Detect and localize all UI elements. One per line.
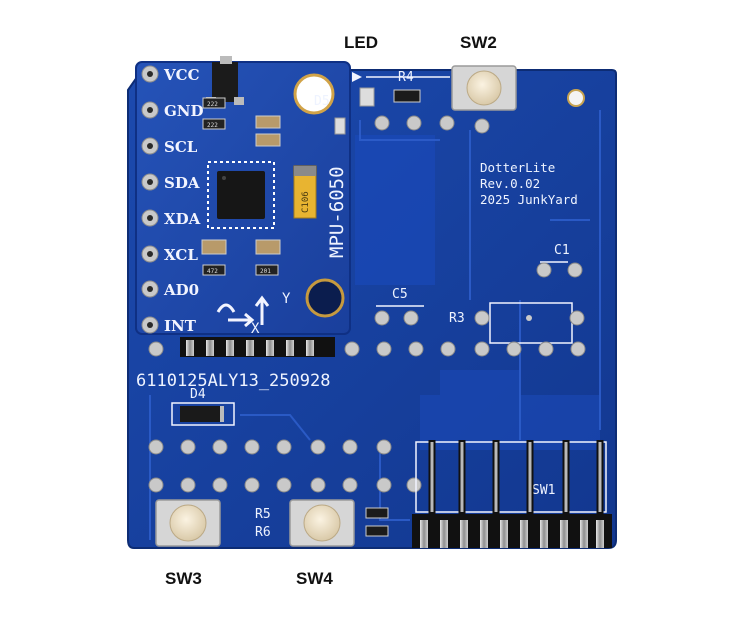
- c5-capacitor: C5: [374, 287, 424, 326]
- axis-x-label: X: [251, 321, 260, 337]
- module-pin-column: [141, 65, 159, 334]
- r4-label: R4: [398, 70, 414, 85]
- sw3-callout: SW3: [165, 569, 202, 588]
- r5-r6-labels: R5 R6: [255, 507, 271, 540]
- d4-label: D4: [190, 387, 206, 402]
- module-hole-top: [293, 73, 335, 115]
- middle-hole-row: [148, 341, 586, 357]
- svg-text:C106: C106: [301, 191, 311, 213]
- sw2-button: [451, 65, 517, 111]
- r3-outline: R3: [449, 302, 585, 344]
- svg-text:201: 201: [260, 268, 271, 275]
- axis-y-label: Y: [282, 291, 291, 307]
- d5-label: D5: [314, 94, 330, 109]
- board-info-text: DotterLite Rev.0.02 2025 JunkYard: [480, 160, 578, 207]
- module-name-label: MPU-6050: [326, 166, 348, 258]
- pin-label-gnd: GND: [164, 102, 204, 120]
- svg-text:222: 222: [207, 122, 218, 129]
- r6-label: R6: [255, 525, 271, 540]
- board-revision: Rev.0.02: [480, 176, 540, 191]
- led-d5: [334, 117, 346, 135]
- sw2-callout: SW2: [460, 33, 497, 52]
- led-component: [359, 87, 375, 107]
- axis-indicator: [216, 295, 270, 328]
- c1-capacitor: C1: [536, 243, 583, 278]
- pin-label-scl: SCL: [164, 138, 198, 156]
- voltage-regulator: [212, 62, 238, 102]
- pin-label-vcc: VCC: [163, 66, 200, 84]
- sw1-switch: SW1: [415, 441, 607, 513]
- module-smd-parts: 222 222 472 201: [201, 97, 281, 276]
- mpu6050-chip: [207, 161, 275, 229]
- pin-label-xda: XDA: [164, 210, 201, 228]
- right-angle-header: [412, 440, 612, 548]
- board-year-maker: 2025 JunkYard: [480, 192, 578, 207]
- svg-text:222: 222: [207, 101, 218, 108]
- sw4-callout: SW4: [296, 569, 333, 588]
- board-name: DotterLite: [480, 160, 555, 175]
- r3-label: R3: [449, 311, 465, 326]
- module-hole-bottom: [305, 278, 345, 318]
- module-bottom-header: [180, 337, 335, 357]
- pin-label-sda: SDA: [164, 174, 200, 192]
- pin-label-xcl: XCL: [164, 246, 198, 264]
- mounting-hole: [567, 89, 585, 107]
- led-r4-area: R4: [352, 70, 450, 107]
- pin-label-ad0: AD0: [163, 281, 199, 299]
- led-callout: LED: [344, 33, 378, 52]
- top-hole-row: [374, 115, 490, 134]
- c1-label: C1: [554, 243, 570, 258]
- r5-label: R5: [255, 507, 271, 522]
- lot-code: 6110125ALY13_250928: [136, 371, 330, 391]
- mpu6050-module: VCC GND SCL SDA XDA XCL AD0 INT 222 222 …: [135, 56, 351, 357]
- d4-diode: D4: [171, 387, 235, 426]
- sw4-button: [289, 499, 355, 547]
- sw3-button: [155, 499, 221, 547]
- pin-label-int: INT: [164, 317, 197, 335]
- sw1-label: SW1: [532, 483, 555, 498]
- tantalum-capacitor: C106: [293, 165, 317, 219]
- c5-label: C5: [392, 287, 408, 302]
- lower-hole-rows: [148, 439, 422, 493]
- r4-resistor: [393, 89, 421, 103]
- r5-r6-resistors: [365, 507, 389, 537]
- svg-text:472: 472: [207, 268, 218, 275]
